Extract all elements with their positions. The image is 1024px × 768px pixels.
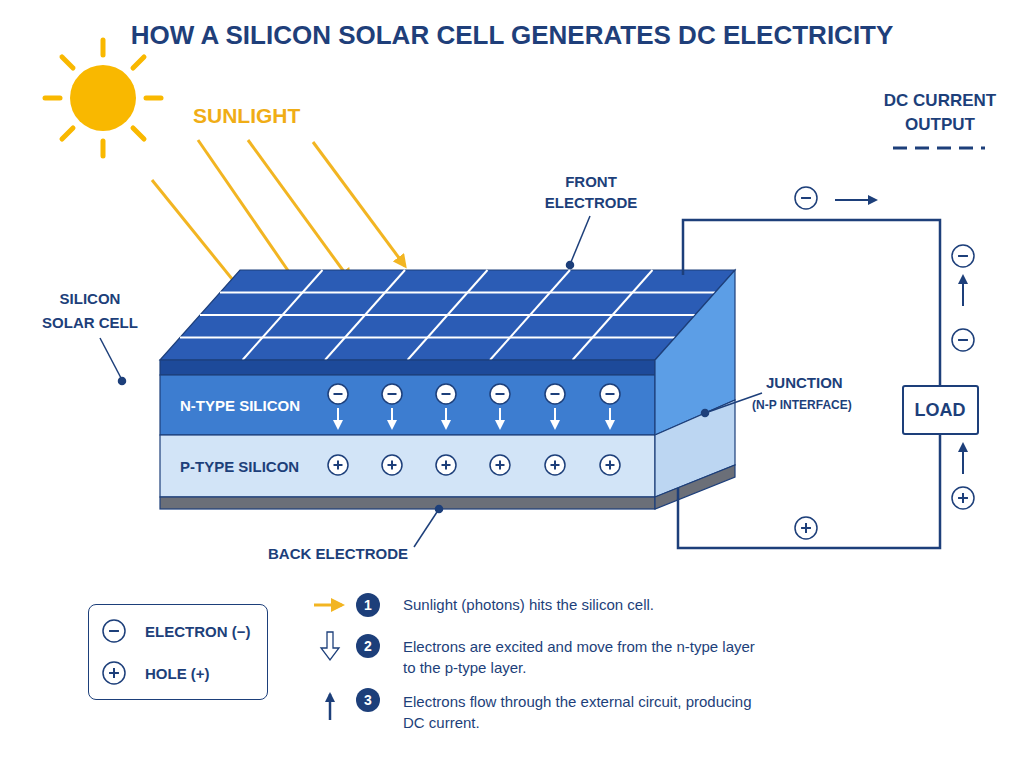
- step-text: Sunlight (photons) hits the silicon cell…: [403, 596, 803, 613]
- node-text: LOAD: [915, 400, 966, 421]
- load-box: LOAD: [902, 385, 979, 435]
- callout-number: 3: [356, 688, 380, 712]
- sunlight-label: SUNLIGHT: [193, 104, 300, 128]
- node-text: P-TYPE SILICON: [180, 458, 299, 475]
- electron-symbol: [328, 384, 348, 404]
- electron-symbol: [795, 187, 817, 209]
- legend-sample: [101, 660, 127, 686]
- title: HOW A SILICON SOLAR CELL GENERATES DC EL…: [0, 20, 1024, 51]
- callout-label: FRONT ELECTRODE: [535, 171, 647, 213]
- step-text: Electrons flow through the external circ…: [403, 691, 763, 733]
- electron-symbol: [600, 384, 620, 404]
- legend-sample: [101, 618, 127, 644]
- node-text: N-TYPE SILICON: [180, 397, 300, 414]
- callout-label: JUNCTION: [766, 374, 843, 391]
- electron-symbol: [952, 329, 974, 351]
- electron-symbol: [545, 384, 565, 404]
- p-type-layer: P-TYPE SILICON: [160, 435, 655, 497]
- step-icons: [314, 605, 342, 720]
- dc-symbol: [893, 147, 985, 150]
- step-text: Electrons are excited and move from the …: [403, 636, 763, 678]
- output-label: DC CURRENT OUTPUT: [870, 89, 1010, 137]
- n-type-layer: N-TYPE SILICON: [160, 375, 655, 435]
- legend-text: ELECTRON (−): [145, 623, 250, 640]
- charges: [328, 384, 620, 475]
- current-flow: [795, 187, 974, 539]
- electron-symbol: [436, 384, 456, 404]
- sun: [45, 40, 161, 156]
- leader-lines: [100, 216, 762, 547]
- callout-number: 1: [356, 593, 380, 617]
- hole-symbol: [545, 455, 565, 475]
- legend-row: HOLE (+): [101, 657, 257, 689]
- legend-text: HOLE (+): [145, 665, 210, 682]
- callout-label: BACK ELECTRODE: [268, 545, 408, 562]
- callout-label: SILICON SOLAR CELL: [40, 287, 140, 335]
- hole-symbol: [436, 455, 456, 475]
- electron-symbol: [490, 384, 510, 404]
- electron-symbol: [952, 245, 974, 267]
- electron-symbol: [382, 384, 402, 404]
- hole-symbol: [490, 455, 510, 475]
- legend-symbol: [103, 620, 125, 642]
- hole-symbol: [382, 455, 402, 475]
- legend-box: ELECTRON (−) HOLE (+): [88, 604, 268, 700]
- circuit-wire: [678, 220, 940, 548]
- hole-symbol: [600, 455, 620, 475]
- hole-symbol: [328, 455, 348, 475]
- cell-grid: [180, 270, 715, 360]
- legend-row: ELECTRON (−): [101, 615, 257, 647]
- hole-symbol: [795, 517, 817, 539]
- callout-number: 2: [356, 634, 380, 658]
- callout-sublabel: (N-P INTERFACE): [752, 398, 852, 412]
- hole-symbol: [952, 487, 974, 509]
- legend-symbol: [103, 662, 125, 684]
- cell-body: [160, 270, 735, 509]
